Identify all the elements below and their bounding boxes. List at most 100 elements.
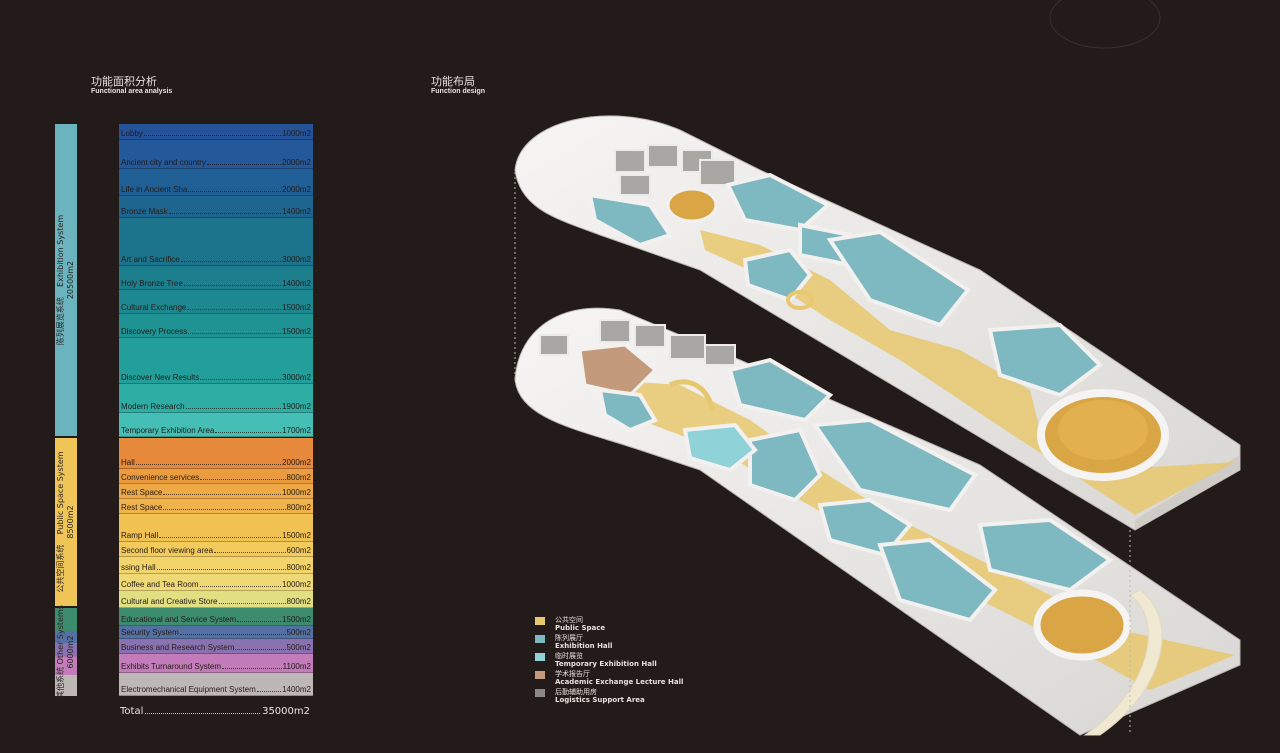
area-row: Rest Space 1000m2 <box>119 484 313 499</box>
legend-swatch <box>535 635 545 643</box>
total-row: Total 35000m2 <box>120 706 310 717</box>
area-value: 2000m2 <box>282 458 311 467</box>
function-design-subtitle: Function design <box>431 88 486 95</box>
lower-curved-wall <box>668 379 715 411</box>
lower-floor-plan <box>514 307 1241 736</box>
area-row: Modern Research 1900m2 <box>119 384 313 413</box>
area-name: Coffee and Tea Room <box>121 580 199 589</box>
area-row: Rest Space 800m2 <box>119 499 313 514</box>
area-name: Discover New Results <box>121 373 200 382</box>
area-value: 800m2 <box>286 503 311 512</box>
public-space-system-bar: 公共空间系统 Public Space System 8500m2 <box>55 438 77 606</box>
area-analysis-title: 功能面积分析 <box>91 75 157 88</box>
area-name: Cultural and Creative Store <box>121 597 218 606</box>
area-value: 1100m2 <box>282 662 311 671</box>
legend-swatch <box>535 653 545 661</box>
lower-logistics-rooms <box>539 319 736 366</box>
area-name: Hall <box>121 458 135 467</box>
area-value: 600m2 <box>286 546 311 555</box>
upper-floor-edge <box>1135 455 1240 530</box>
area-value: 2000m2 <box>282 185 311 194</box>
area-row: Lobby 1000m2 <box>119 124 313 140</box>
upper-ramp-ring <box>786 290 814 310</box>
area-value: 1500m2 <box>282 327 311 336</box>
lower-exhibition-halls <box>597 357 1114 623</box>
area-name: Ancient city and country <box>121 158 206 167</box>
upper-logistics-rooms <box>614 144 736 196</box>
area-row: Hall 2000m2 <box>119 438 313 469</box>
decorative-ring <box>1049 0 1161 49</box>
area-value: 3000m2 <box>282 255 311 264</box>
area-row: Second floor viewing area 600m2 <box>119 542 313 557</box>
function-design-title: 功能布局 <box>431 75 475 88</box>
area-analysis-subtitle: Functional area analysis <box>91 88 173 95</box>
lower-ramp <box>1083 589 1163 736</box>
area-value: 1400m2 <box>282 685 311 694</box>
area-name: Rest Space <box>121 503 163 512</box>
area-value: 500m2 <box>286 643 311 652</box>
area-row: Art and Sacrifice 3000m2 <box>119 218 313 266</box>
total-value: 35000m2 <box>262 706 310 717</box>
area-value: 1900m2 <box>282 402 311 411</box>
area-row: Cultural and Creative Store 800m2 <box>119 591 313 608</box>
area-name: Electromechanical Equipment System <box>121 685 256 694</box>
area-row: Ramp Hall 1500m2 <box>119 514 313 542</box>
area-name: Bronze Mask <box>121 207 168 216</box>
exhibition-system-bar: 陈列展览系统 Exhibition System 20500m2 <box>55 124 77 436</box>
area-row: Business and Research System 500m2 <box>119 639 313 654</box>
area-value: 1000m2 <box>282 580 311 589</box>
area-value: 500m2 <box>286 628 311 637</box>
area-row: Coffee and Tea Room 1000m2 <box>119 574 313 591</box>
area-name: Art and Sacrifice <box>121 255 180 264</box>
area-name: Exhibits Turnaround System <box>121 662 222 671</box>
area-value: 3000m2 <box>282 373 311 382</box>
legend-swatch <box>535 671 545 679</box>
area-name: Educational and Service System <box>121 615 237 624</box>
legend-swatch <box>535 689 545 697</box>
upper-floor-plan <box>514 115 1241 531</box>
upper-lecture-hall-inner <box>1058 400 1148 460</box>
area-name: Convenience services <box>121 473 200 482</box>
total-label: Total <box>120 706 144 717</box>
area-name: Modern Research <box>121 402 185 411</box>
area-name: Rest Space <box>121 488 163 497</box>
lower-academic-lecture-room <box>578 343 658 397</box>
area-name: Second floor viewing area <box>121 546 214 555</box>
upper-public-corridor <box>700 230 1235 515</box>
upper-exhibition-halls <box>587 172 1104 398</box>
area-row: Discover New Results 3000m2 <box>119 338 313 384</box>
area-value: 1000m2 <box>282 129 311 138</box>
area-name: Security System <box>121 628 179 637</box>
area-name: Ramp Hall <box>121 531 159 540</box>
other-systems-bar: 其他系统 Other Systems 6000m2 <box>55 605 77 699</box>
area-name: Business and Research System <box>121 643 235 652</box>
area-row: Exhibits Turnaround System 1100m2 <box>119 654 313 673</box>
area-name: Temporary Exhibition Area <box>121 426 215 435</box>
legend-swatch <box>535 617 545 625</box>
area-value: 1500m2 <box>282 531 311 540</box>
area-value: 2000m2 <box>282 158 311 167</box>
area-value: 1400m2 <box>282 279 311 288</box>
area-row: Electromechanical Equipment System 1400m2 <box>119 673 313 696</box>
area-row: Ancient city and country 2000m2 <box>119 140 313 169</box>
area-value: 800m2 <box>286 597 311 606</box>
area-name: Lobby <box>121 129 143 138</box>
area-value: 1000m2 <box>282 488 311 497</box>
upper-cylinder-hall <box>666 187 718 223</box>
lower-lecture-hall <box>1033 589 1131 661</box>
